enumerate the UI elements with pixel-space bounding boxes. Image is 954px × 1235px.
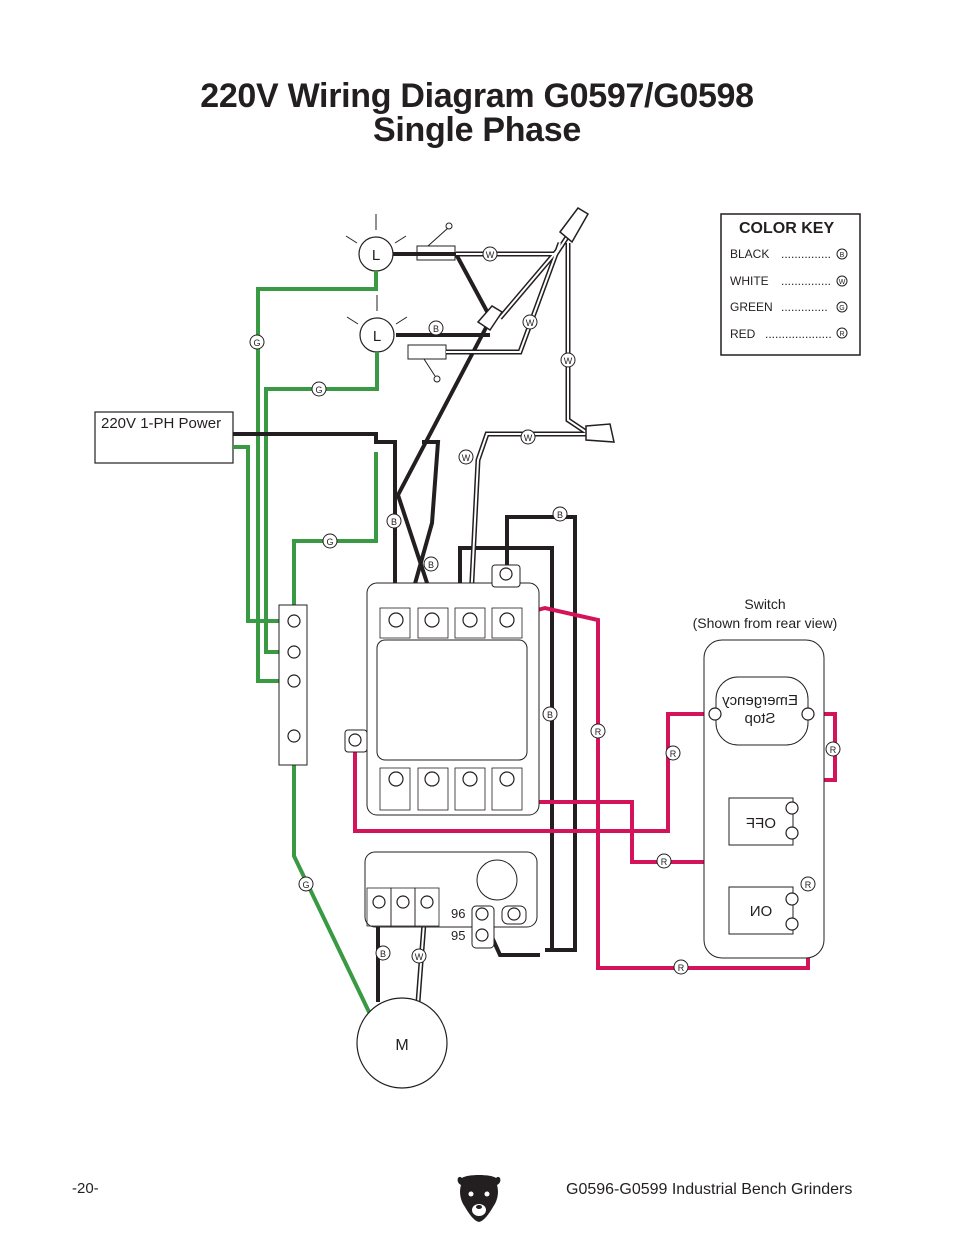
- svg-text:W: W: [526, 318, 535, 328]
- tag-w-5: W: [458, 449, 474, 465]
- svg-text:Stop: Stop: [745, 710, 776, 727]
- svg-text:W: W: [839, 279, 846, 286]
- svg-text:R: R: [678, 963, 685, 973]
- svg-text:..............: ..............: [781, 300, 828, 314]
- tag-g-3: G: [322, 533, 338, 549]
- tag-w-1: W: [482, 246, 498, 262]
- svg-text:R: R: [670, 749, 677, 759]
- power-label: 220V 1-PH Power: [101, 415, 221, 432]
- tag-r-4: R: [656, 853, 672, 869]
- svg-text:R: R: [839, 331, 844, 338]
- product-name: G0596-G0599 Industrial Bench Grinders: [566, 1181, 853, 1198]
- color-key: COLOR KEY BLACK ............... B WHITE …: [720, 213, 861, 356]
- switch-caption-line1: Switch: [744, 596, 785, 612]
- color-key-heading: COLOR KEY: [739, 220, 834, 237]
- tag-g-2: G: [311, 381, 327, 397]
- tag-b-3: B: [386, 513, 402, 529]
- tag-r-3: R: [825, 741, 841, 757]
- svg-text:G: G: [839, 305, 844, 312]
- lamp-switch-lower: [407, 344, 447, 383]
- title-line-2: Single Phase: [372, 111, 582, 149]
- svg-text:W: W: [415, 952, 424, 962]
- color-key-entry-red: RED .................... R: [730, 327, 848, 341]
- svg-text:G: G: [302, 880, 309, 890]
- power-cord-box: 220V 1-PH Power: [94, 411, 234, 464]
- svg-text:WHITE: WHITE: [730, 274, 769, 288]
- lamp-lower: L: [346, 295, 408, 353]
- motor: M: [356, 997, 448, 1089]
- tag-w-4: W: [520, 429, 536, 445]
- motor-label: M: [395, 1037, 408, 1054]
- magnetic-contactor: [344, 564, 540, 816]
- svg-text:W: W: [462, 453, 471, 463]
- switch-panel: Switch (Shown from rear view) Emergency …: [693, 596, 838, 959]
- svg-text:G: G: [315, 385, 322, 395]
- ground-terminal-strip: [278, 604, 308, 766]
- svg-text:B: B: [433, 324, 439, 334]
- svg-text:B: B: [428, 560, 434, 570]
- wire-tags: W B W W G G W W B B G B B R R R R R G B …: [249, 246, 841, 975]
- svg-text:L: L: [372, 247, 380, 264]
- svg-text:R: R: [805, 880, 812, 890]
- page-number: -20-: [72, 1180, 99, 1197]
- svg-text:L: L: [373, 328, 381, 345]
- tag-b-5: B: [542, 706, 558, 722]
- svg-text:Emergency: Emergency: [722, 692, 798, 709]
- tag-g-1: G: [249, 334, 265, 350]
- title-line-1: 220V Wiring Diagram G0597/G0598: [200, 77, 754, 115]
- svg-text:R: R: [830, 745, 837, 755]
- tag-g-4: G: [298, 876, 314, 892]
- on-button: ON: [728, 886, 799, 935]
- svg-text:W: W: [524, 433, 533, 443]
- lamp-upper: L: [345, 214, 407, 272]
- grizzly-bear-logo-icon: [457, 1175, 501, 1222]
- svg-text:G: G: [253, 338, 260, 348]
- svg-text:...............: ...............: [781, 274, 831, 288]
- color-key-entry-black: BLACK ............... B: [730, 247, 848, 261]
- svg-text:R: R: [595, 727, 602, 737]
- svg-text:RED: RED: [730, 327, 756, 341]
- svg-text:G: G: [326, 537, 333, 547]
- svg-text:....................: ....................: [765, 327, 832, 341]
- terminal-96-label: 96: [451, 906, 465, 921]
- tag-r-6: R: [673, 959, 689, 975]
- svg-text:ON: ON: [750, 903, 773, 920]
- color-key-entry-white: WHITE ............... W: [730, 274, 848, 288]
- svg-text:B: B: [840, 252, 845, 259]
- overload-relay: 96 95: [364, 851, 538, 949]
- tag-r-2: R: [665, 745, 681, 761]
- switch-caption-line2: (Shown from rear view): [693, 615, 838, 631]
- svg-text:B: B: [547, 710, 553, 720]
- tag-r-5: R: [800, 876, 816, 892]
- svg-text:W: W: [564, 356, 573, 366]
- off-button: OFF: [728, 797, 799, 846]
- svg-text:...............: ...............: [781, 247, 831, 261]
- contactor-bottom-terminals: [379, 767, 523, 811]
- color-key-entry-green: GREEN .............. G: [730, 300, 848, 314]
- svg-text:W: W: [486, 250, 495, 260]
- wire-nut-right: [585, 423, 615, 443]
- tag-r-1: R: [590, 723, 606, 739]
- svg-text:B: B: [557, 510, 563, 520]
- svg-text:BLACK: BLACK: [730, 247, 769, 261]
- tag-w-2: W: [522, 314, 538, 330]
- svg-text:B: B: [380, 949, 386, 959]
- wire-nut-mid: [476, 305, 504, 332]
- svg-text:GREEN: GREEN: [730, 300, 773, 314]
- tag-w-6: W: [411, 948, 427, 964]
- tag-b-4: B: [423, 556, 439, 572]
- wire-nut-top: [558, 207, 590, 244]
- svg-text:R: R: [661, 857, 668, 867]
- tag-b-1: B: [428, 320, 444, 336]
- contactor-top-terminals: [379, 607, 523, 639]
- tag-w-3: W: [560, 352, 576, 368]
- terminal-95-label: 95: [451, 928, 465, 943]
- tag-b-2: B: [552, 506, 568, 522]
- svg-text:OFF: OFF: [746, 815, 776, 832]
- svg-text:B: B: [391, 517, 397, 527]
- emergency-stop-button: Emergency Stop: [708, 676, 815, 746]
- tag-b-6: B: [375, 945, 391, 961]
- green-wires: [233, 271, 379, 1015]
